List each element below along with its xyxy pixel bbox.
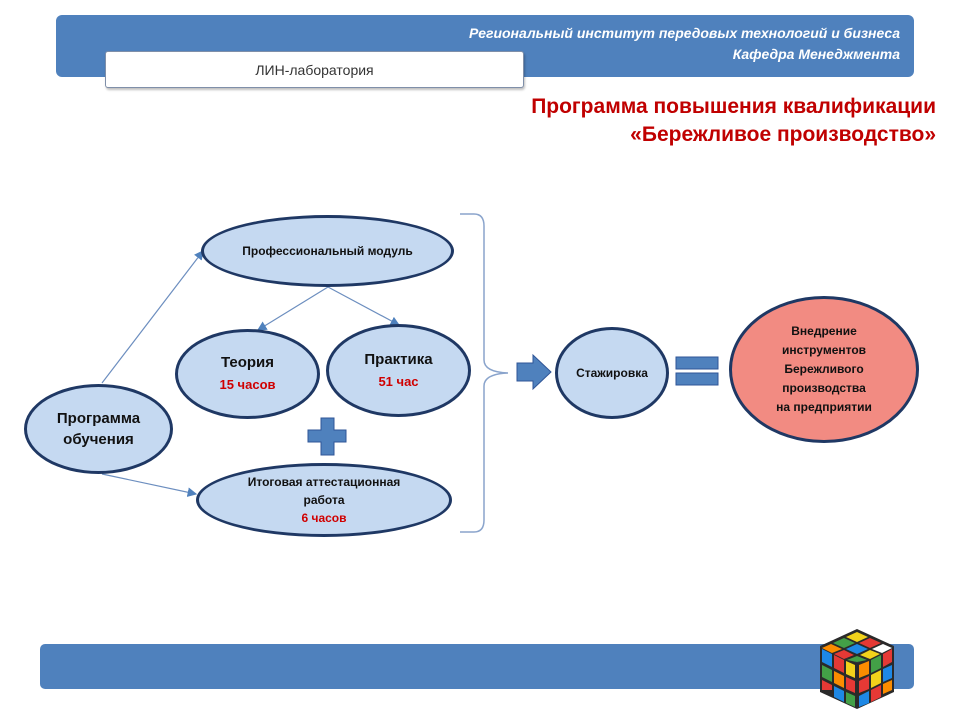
node-result: Внедрение инструментов Бережливого произ… bbox=[729, 296, 919, 443]
connector-module-theory bbox=[256, 286, 329, 331]
node-program-line2: обучения bbox=[63, 431, 134, 448]
node-final-hours: 6 часов bbox=[301, 511, 347, 525]
node-final-line1: Итоговая аттестационная bbox=[247, 475, 401, 489]
node-theory-hours: 15 часов bbox=[219, 377, 276, 392]
node-theory: Теория 15 часов bbox=[175, 329, 320, 419]
node-practice-label: Практика bbox=[364, 350, 433, 368]
equals-icon bbox=[675, 356, 719, 386]
node-result-line2: инструментов bbox=[781, 343, 867, 357]
node-theory-label: Теория bbox=[220, 354, 275, 371]
lab-label: ЛИН-лаборатория bbox=[105, 51, 524, 88]
connector-program-final bbox=[101, 473, 198, 497]
footer-bar bbox=[40, 644, 914, 689]
plus-icon bbox=[307, 417, 347, 456]
node-result-line4: производства bbox=[782, 381, 866, 395]
connector-program-module bbox=[101, 250, 204, 384]
node-internship: Стажировка bbox=[555, 327, 669, 419]
department-name: Кафедра Менеджмента bbox=[732, 46, 900, 62]
header-text: Региональный институт передовых технолог… bbox=[469, 23, 900, 65]
node-program: Программа обучения bbox=[24, 384, 173, 474]
node-final-line2: работа bbox=[303, 493, 345, 507]
arrow-right-icon bbox=[516, 353, 552, 391]
node-module: Профессиональный модуль bbox=[201, 215, 454, 287]
node-result-line5: на предприятии bbox=[776, 400, 872, 414]
program-title-line1: Программа повышения квалификации bbox=[531, 95, 936, 118]
node-module-label: Профессиональный модуль bbox=[242, 244, 413, 258]
connector-module-practice bbox=[327, 286, 401, 326]
program-title-line2: «Бережливое производство» bbox=[630, 123, 936, 146]
node-practice-hours: 51 час bbox=[378, 373, 419, 389]
node-program-line1: Программа bbox=[56, 410, 141, 427]
node-internship-label: Стажировка bbox=[576, 366, 648, 380]
node-practice: Практика 51 час bbox=[326, 324, 471, 417]
node-result-line1: Внедрение bbox=[791, 324, 857, 338]
program-title: Программа повышения квалификации «Бережл… bbox=[531, 93, 936, 149]
node-final: Итоговая аттестационная работа 6 часов bbox=[196, 463, 452, 537]
institute-name: Региональный институт передовых технолог… bbox=[469, 25, 900, 41]
node-result-line3: Бережливого bbox=[784, 362, 864, 376]
rubiks-cube-icon bbox=[820, 629, 894, 709]
bracket-icon bbox=[460, 213, 509, 533]
